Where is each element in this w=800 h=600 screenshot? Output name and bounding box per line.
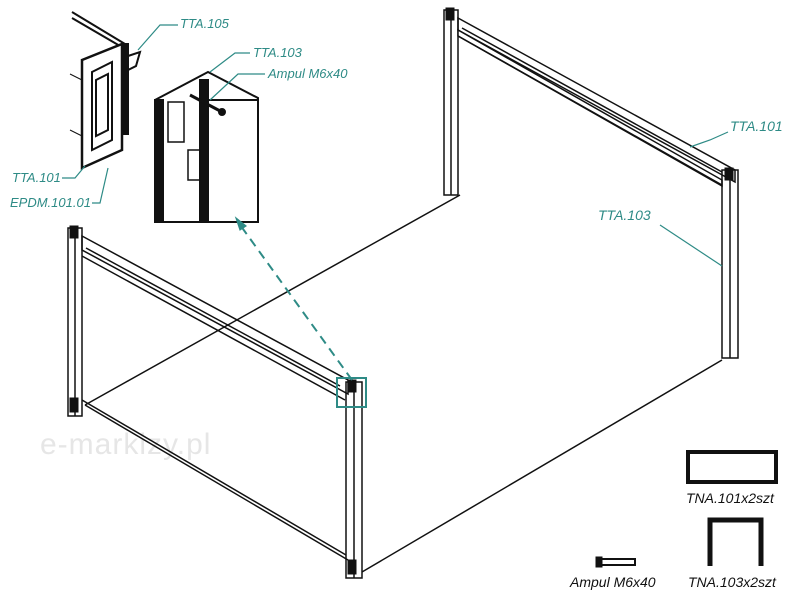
post-edge xyxy=(154,99,164,223)
epdm-gasket xyxy=(91,60,113,152)
detail-rail-edge xyxy=(71,11,126,45)
ampul-bolt xyxy=(596,558,636,566)
legend-ampul: Ampul M6x40 xyxy=(570,574,656,590)
detail-rail-edge xyxy=(71,17,121,47)
detail-bracket-tta105 xyxy=(69,11,142,170)
leader-line xyxy=(209,73,265,101)
tta105-fitting xyxy=(127,50,142,72)
detail-pointer-arrow xyxy=(237,221,353,381)
corner-fitting xyxy=(347,379,357,393)
watermark: e-markizy.pl xyxy=(40,428,212,461)
detail-tick xyxy=(69,129,83,137)
frame-structure xyxy=(67,9,739,579)
detail-highlight-box xyxy=(336,377,367,408)
callout-tta103-detail: TTA.103 xyxy=(253,45,302,60)
panel-front-bottom-edge xyxy=(81,399,347,556)
legend-tna103: TNA.103x2szt xyxy=(688,574,776,590)
rail-front-groove xyxy=(85,247,341,387)
corner-fitting xyxy=(724,167,734,181)
detail-tick xyxy=(69,73,83,81)
post-slot xyxy=(187,149,201,181)
corner-fitting xyxy=(69,397,79,413)
ampul-bolt-shaft xyxy=(189,93,223,114)
detail-post-tta103 xyxy=(154,70,259,223)
end-plate-cutout xyxy=(95,72,109,138)
leader-line xyxy=(659,224,723,267)
tna101-profile xyxy=(686,450,778,484)
leader-line xyxy=(137,24,178,51)
leader-line xyxy=(92,167,109,204)
floor-front-edge xyxy=(84,404,349,561)
rail-front-lower-edge xyxy=(81,255,346,401)
ampul-bolt-head xyxy=(218,108,226,116)
callout-epdm: EPDM.101.01 xyxy=(10,195,91,210)
callout-tta105: TTA.105 xyxy=(180,16,229,31)
leader-line xyxy=(209,52,250,73)
end-plate xyxy=(80,42,124,170)
end-plate-side xyxy=(121,43,129,135)
floor-back-left-edge xyxy=(84,194,461,406)
legend-profiles xyxy=(595,450,778,568)
corner-fitting xyxy=(445,7,455,21)
callout-tta101-detail: TTA.101 xyxy=(12,170,61,185)
rail-front-top xyxy=(81,234,349,396)
callout-leaders xyxy=(62,24,729,408)
rail-back-groove xyxy=(461,27,723,173)
ampul-bolt-head xyxy=(595,556,603,568)
leader-line xyxy=(62,165,86,179)
floor-front-right-edge xyxy=(361,359,723,573)
arrowhead-icon xyxy=(234,216,248,231)
tna103-profile xyxy=(707,517,764,566)
post-slot xyxy=(167,101,185,143)
rail-back-top xyxy=(457,16,736,184)
callout-tta103-main: TTA.103 xyxy=(598,207,651,223)
rail-back-lower-edge xyxy=(457,35,723,186)
callout-ampul-detail: Ampul M6x40 xyxy=(268,66,348,81)
leader-line xyxy=(689,131,729,148)
corner-fitting xyxy=(69,225,79,239)
corner-fitting xyxy=(347,559,357,575)
callout-tta101-main: TTA.101 xyxy=(730,118,783,134)
legend-tna101: TNA.101x2szt xyxy=(686,490,774,506)
